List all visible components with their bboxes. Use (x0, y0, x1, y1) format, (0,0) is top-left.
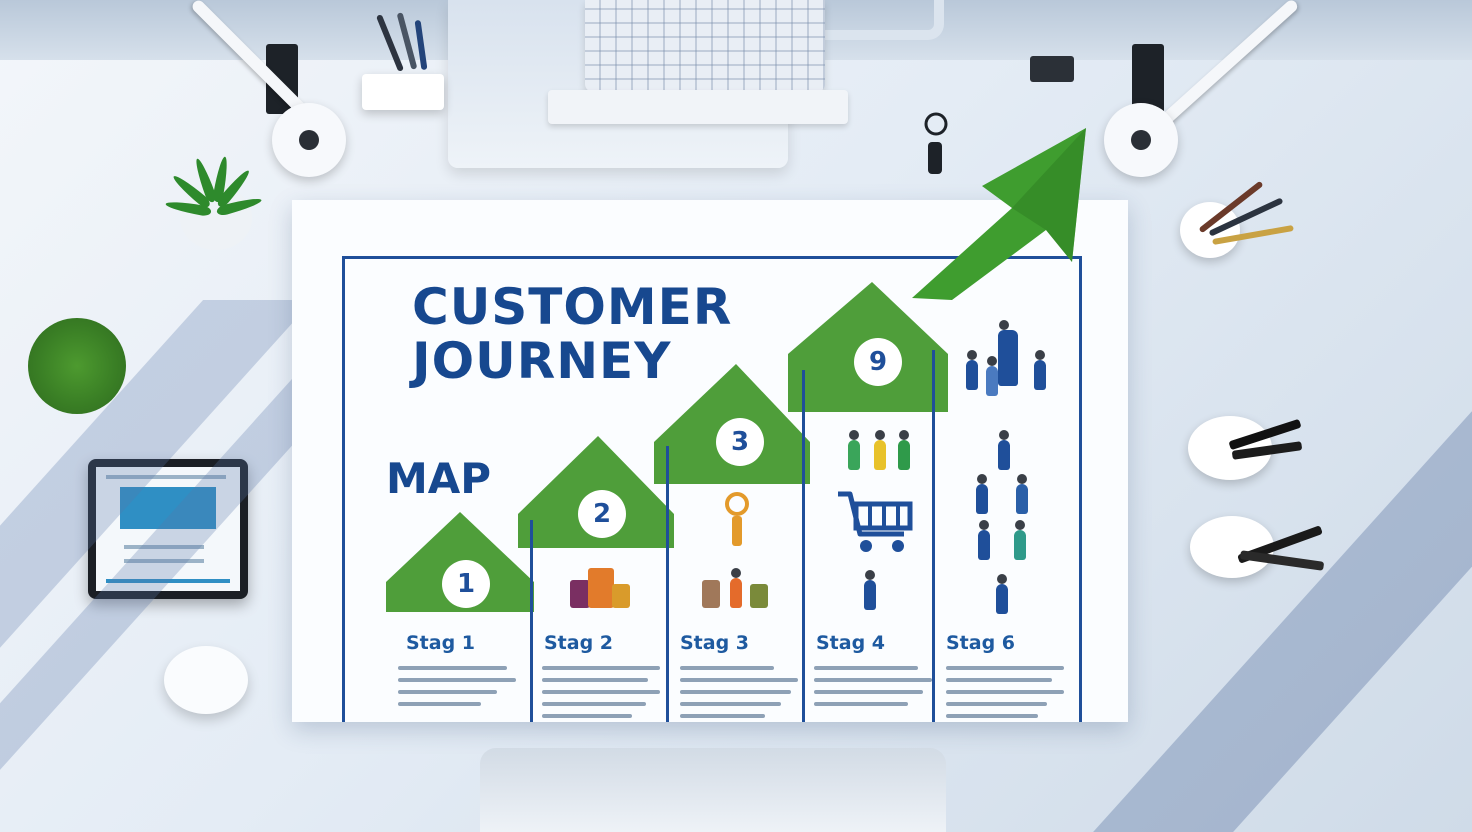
stage-label-6: Stag 6 (946, 632, 1016, 654)
step-2-divider (530, 520, 533, 722)
stage-label-2: Stag 2 (544, 632, 614, 654)
person-figure (864, 570, 876, 610)
location-pin-icon (725, 492, 749, 546)
stage-label-1: Stag 1 (406, 632, 476, 654)
product-box (612, 584, 630, 608)
step-1-number: 1 (442, 560, 490, 608)
chair-bottom (480, 748, 946, 832)
poster-frame (342, 256, 1082, 722)
person-figure (998, 320, 1018, 386)
step-3-number: 3 (716, 418, 764, 466)
lamp-clamp-right (1132, 44, 1164, 114)
keyboard-tray (548, 90, 848, 124)
tablet (88, 459, 248, 599)
poster-subtitle: MAP (386, 454, 492, 503)
stage-body-text (542, 666, 660, 726)
person-figure (848, 430, 860, 470)
cart-icon (838, 491, 913, 552)
keyboard (585, 0, 825, 92)
bowl (164, 646, 248, 714)
poster-title: CUSTOMER JOURNEY (412, 280, 732, 388)
person-figure (996, 574, 1008, 614)
person-figure (976, 474, 988, 514)
tablet-line (124, 559, 204, 563)
tablet-line (124, 545, 204, 549)
person-figure (1034, 350, 1046, 390)
pen-cup-top (362, 74, 444, 110)
shadow (1067, 300, 1472, 832)
stage-body-text (946, 666, 1064, 726)
person-figure (966, 350, 978, 390)
keys-icon (924, 112, 948, 174)
stage-body-text (398, 666, 516, 714)
product-box (702, 580, 720, 608)
title-line-1: CUSTOMER (412, 278, 733, 336)
tablet-line (106, 475, 226, 479)
person-figure (1016, 474, 1028, 514)
stage-label-4: Stag 4 (816, 632, 886, 654)
step-4-divider (802, 370, 805, 722)
person-figure (874, 430, 886, 470)
plant-leafy (28, 318, 126, 414)
tablet-line (106, 579, 230, 583)
person-figure (978, 520, 990, 560)
product-box (570, 580, 590, 608)
stage-body-text (680, 666, 798, 726)
person-figure (1014, 520, 1026, 560)
tablet-banner (120, 487, 216, 529)
product-box (588, 568, 614, 608)
growth-arrow-icon (912, 128, 1086, 300)
lamp-base-right (1104, 103, 1178, 177)
lamp-base-left (272, 103, 346, 177)
person-figure (730, 568, 742, 608)
stage-label-3: Stag 3 (680, 632, 750, 654)
step-2-number: 2 (578, 490, 626, 538)
title-line-2: JOURNEY (412, 332, 672, 390)
step-3-divider (666, 446, 669, 722)
step-5-divider (932, 350, 935, 722)
step-4-number: 9 (854, 338, 902, 386)
tablet-screen (96, 467, 240, 591)
product-box (750, 584, 768, 608)
person-figure (898, 430, 910, 470)
person-figure (998, 430, 1010, 470)
desk-clip (1030, 56, 1074, 82)
stage-body-text (814, 666, 932, 714)
person-figure (986, 356, 998, 396)
customer-journey-poster: CUSTOMER JOURNEY MAP 1 2 3 9 (292, 200, 1128, 722)
